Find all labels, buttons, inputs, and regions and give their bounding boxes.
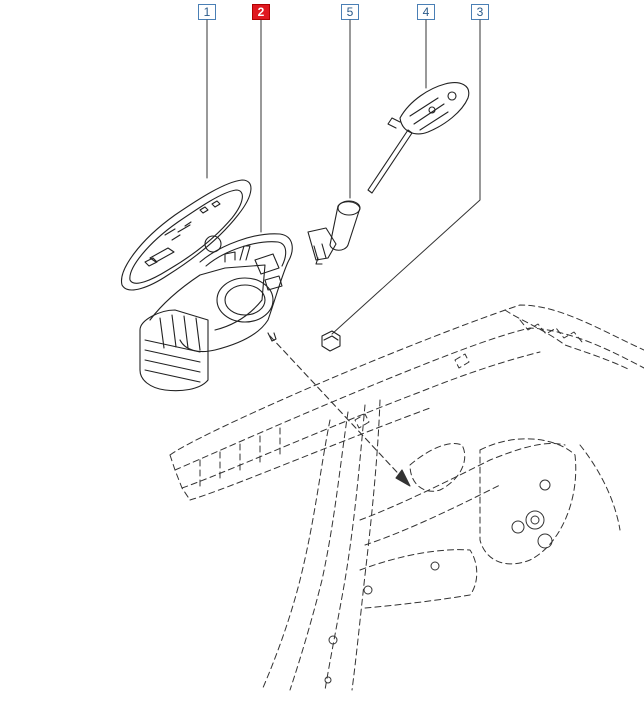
body-bolt-7 [328,635,338,645]
body-bolt-1 [525,510,545,530]
filler-housing-part[interactable] [139,233,293,392]
callout-part-2[interactable]: 2 [252,4,270,20]
vehicle-body-structure [169,304,644,691]
body-bolt-2 [537,533,553,549]
clip-part[interactable] [321,330,341,352]
body-bolt-6 [363,585,373,595]
leader-lines [206,19,481,335]
actuator-cable-part[interactable] [367,82,470,194]
filler-cap-part[interactable] [307,200,361,265]
body-bolt-5 [430,561,440,571]
leader-line-3 [331,19,481,335]
body-bolt-8 [324,676,332,684]
assembly-arrow [269,335,411,487]
fuel-flap-part[interactable] [121,179,252,291]
body-bolt-4 [539,479,551,491]
body-bolt-3 [511,520,525,534]
